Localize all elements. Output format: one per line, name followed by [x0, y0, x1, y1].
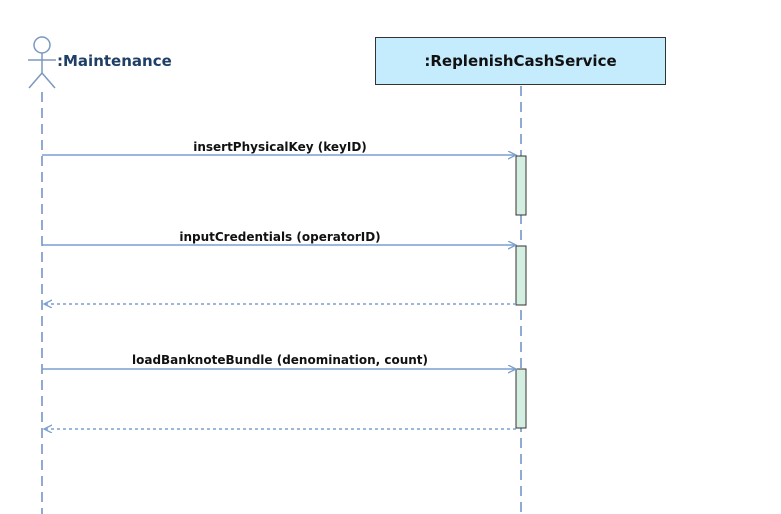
- service-object-box: :ReplenishCashService: [375, 37, 666, 85]
- activation-bar: [515, 245, 527, 306]
- maintenance-actor-icon: [28, 36, 56, 89]
- message-label-input-credentials: inputCredentials (operatorID): [179, 230, 381, 244]
- message-label-insert-physical-key: insertPhysicalKey (keyID): [193, 140, 367, 154]
- message-label-load-banknote-bundle: loadBanknoteBundle (denomination, count): [131, 353, 429, 367]
- actor-label: :Maintenance: [57, 52, 172, 70]
- activation-bar: [515, 155, 527, 216]
- activation-bar: [515, 368, 527, 429]
- service-label: :ReplenishCashService: [424, 52, 617, 70]
